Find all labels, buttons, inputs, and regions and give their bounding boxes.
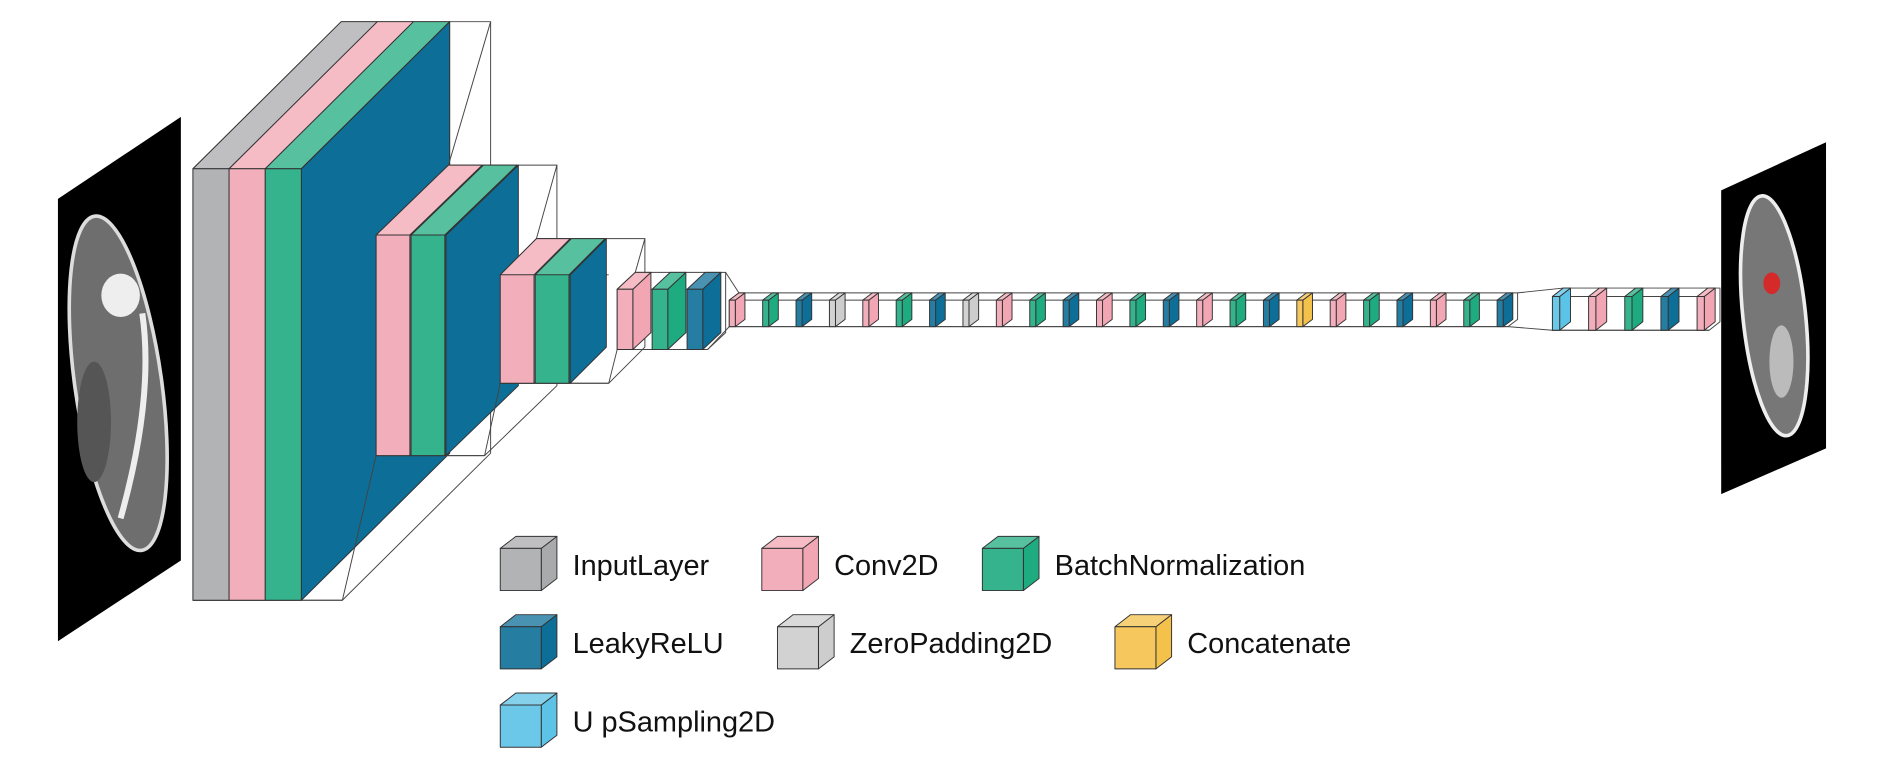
layer-leakyrelu [1660,287,1680,331]
zeropadding2d-cube-icon [776,614,835,670]
stage-connector [484,164,558,456]
legend-item-leakyrelu: LeakyReLU [499,614,724,670]
legend-item-batchnormalization: BatchNormalization [981,535,1306,592]
layer-upsampling2d [1551,287,1572,331]
layer-leakyrelu [1062,292,1080,328]
batchnormalization-cube-icon [981,535,1040,592]
layer-batchnormalization [895,292,913,328]
layer-concatenate [1296,292,1313,328]
stage-4 [616,271,727,351]
layer-conv2d [1329,292,1347,328]
layer-batchnormalization [1463,292,1480,328]
legend-label: LeakyReLU [573,628,724,660]
inputlayer-cube-icon [499,535,558,592]
layer-batchnormalization [1029,292,1046,328]
layer-conv2d [995,292,1013,328]
legend-label: ZeroPadding2D [850,628,1052,660]
legend-item-concatenate: Concatenate [1114,614,1351,670]
concatenate-cube-icon [1114,614,1173,670]
output-segmentation-image [1721,142,1827,495]
layer-conv2d [1429,292,1447,328]
network-layers [192,21,1721,601]
stage-3 [499,238,646,384]
legend-item-upsampling2d: U pSampling2D [499,692,775,748]
legend-label: U pSampling2D [573,707,775,739]
layer-conv2d [862,292,879,328]
legend-label: BatchNormalization [1055,550,1306,582]
layer-zeropadding2d [828,292,846,328]
layer-leakyrelu [1496,292,1514,328]
leakyrelu-cube-icon [499,614,558,670]
legend-label: Conv2D [834,550,938,582]
stage-5 [728,292,1519,328]
layer-leakyrelu [795,292,813,328]
legend-label: Concatenate [1187,628,1351,660]
layer-leakyrelu [929,292,946,328]
layer-batchnormalization [1129,292,1147,328]
layer-zeropadding2d [962,292,980,328]
stage-connector [1507,287,1564,331]
legend-item-inputlayer: InputLayer [499,535,710,592]
layer-conv2d [1588,287,1608,331]
layer-conv2d [1096,292,1113,328]
conv2d-cube-icon [761,535,819,592]
layer-batchnormalization [651,271,687,351]
stage-connector [608,238,646,384]
layer-batchnormalization [1363,292,1380,328]
stage-2 [375,164,558,457]
stage-connector [341,21,492,601]
layer-batchnormalization [1229,292,1247,328]
input-ct-image [57,116,181,642]
stage-6 [1551,287,1721,331]
legend-item-conv2d: Conv2D [761,535,939,592]
legend-item-zeropadding2d: ZeroPadding2D [776,614,1052,670]
layer-leakyrelu [1396,292,1414,328]
stage-connector [707,272,740,350]
layer-leakyrelu [686,271,722,351]
layer-batchnormalization [762,292,779,328]
layer-leakyrelu [1262,292,1280,328]
upsampling2d-cube-icon [499,692,558,748]
legend-label: InputLayer [573,550,710,582]
layer-leakyrelu [1162,292,1180,328]
legend: InputLayer Conv2D BatchNormalizationLeakyR… [499,535,1351,748]
layer-conv2d [728,292,746,328]
layer-leakyrelu [569,238,607,384]
layer-conv2d [616,271,652,351]
layer-conv2d [1196,292,1213,328]
layer-batchnormalization [1624,287,1644,331]
layer-conv2d [1696,287,1716,331]
